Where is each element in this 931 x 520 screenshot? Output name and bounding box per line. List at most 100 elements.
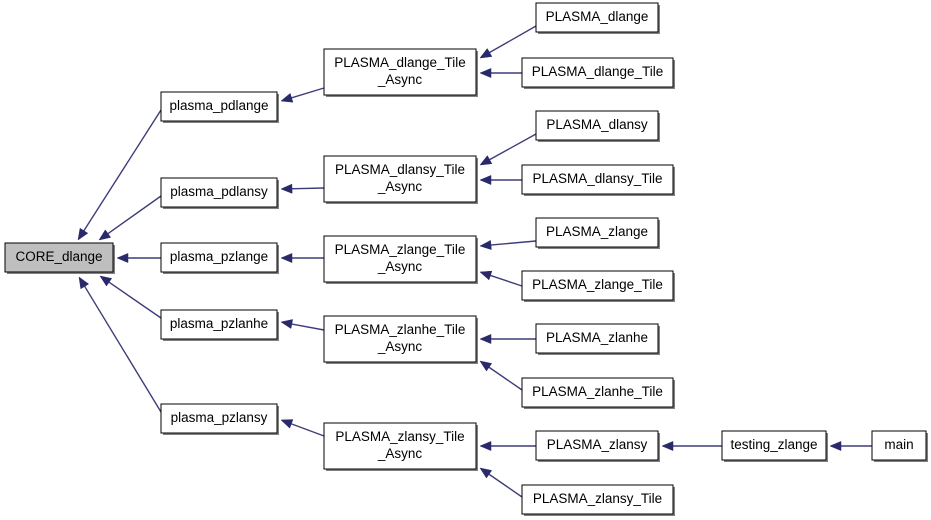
node-label: plasma_pdlansy (170, 184, 268, 199)
node-plasma_zlange[interactable]: PLASMA_zlange (535, 217, 660, 249)
edge-arrowhead (280, 92, 294, 103)
edge-main-to-testing_zlange (829, 441, 872, 451)
node-label: PLASMA_zlange_Tile (532, 277, 663, 292)
node-dlansy_tile_async[interactable]: PLASMA_dlansy_Tile_Async (323, 155, 478, 204)
node-main[interactable]: main (871, 430, 928, 462)
edge-arrowhead (78, 276, 90, 290)
edge-arrowhead (479, 48, 493, 59)
node-plasma_dlange_tile[interactable]: PLASMA_dlange_Tile (521, 57, 675, 89)
node-plasma_pdlansy[interactable]: plasma_pdlansy (160, 177, 279, 209)
node-label: plasma_pzlange (170, 249, 268, 264)
node-box[interactable] (721, 430, 827, 461)
node-label: PLASMA_dlansy_Tile (335, 162, 465, 177)
node-label: _Async (377, 259, 423, 274)
edge-plasma_pdlansy-to-core_dlange (98, 195, 162, 241)
edge-arrowhead (479, 175, 492, 185)
node-label: testing_zlange (730, 437, 817, 452)
edge-plasma_zlansy-to-zlansy_tile_async (479, 441, 536, 451)
node-plasma_dlansy_tile[interactable]: PLASMA_dlansy_Tile (521, 164, 675, 196)
node-box[interactable] (871, 430, 927, 461)
node-label: _Async (377, 446, 423, 461)
node-testing_zlange[interactable]: testing_zlange (721, 430, 828, 462)
node-zlange_tile_async[interactable]: PLASMA_zlange_Tile_Async (323, 235, 478, 284)
edge-dlansy_tile_async-to-plasma_pdlansy (280, 183, 325, 194)
node-box[interactable] (521, 57, 674, 88)
node-plasma_zlange_tile[interactable]: PLASMA_zlange_Tile (521, 270, 675, 302)
node-box[interactable] (521, 164, 674, 195)
edge-plasma_dlansy_tile-to-dlansy_tile_async (479, 175, 522, 185)
node-box[interactable] (323, 422, 477, 470)
edge-arrowhead (116, 253, 129, 263)
node-plasma_zlanhe_tile[interactable]: PLASMA_zlanhe_Tile (521, 377, 675, 409)
node-box[interactable] (535, 430, 659, 461)
edge-plasma_zlanhe_tile-to-zlanhe_tile_async (479, 360, 523, 391)
node-box[interactable] (323, 48, 477, 96)
edge-arrowhead (77, 227, 89, 241)
node-box[interactable] (323, 315, 477, 363)
edge-arrowhead (98, 229, 112, 241)
edge-line (488, 240, 537, 246)
node-plasma_dlansy[interactable]: PLASMA_dlansy (535, 110, 660, 142)
edge-zlanhe_tile_async-to-plasma_pzlanhe (280, 319, 325, 331)
node-plasma_zlanhe[interactable]: PLASMA_zlanhe (535, 323, 660, 355)
node-dlange_tile_async[interactable]: PLASMA_dlange_Tile_Async (323, 48, 478, 97)
node-box[interactable] (521, 377, 674, 408)
edge-arrowhead (479, 441, 492, 451)
node-label: CORE_dlange (15, 249, 102, 264)
node-plasma_pzlange[interactable]: plasma_pzlange (160, 242, 279, 274)
edge-plasma_zlansy_tile-to-zlansy_tile_async (479, 467, 523, 498)
edge-arrowhead (479, 334, 492, 344)
node-box[interactable] (160, 403, 278, 434)
node-label: main (884, 437, 913, 452)
node-box[interactable] (4, 242, 114, 273)
node-plasma_dlange[interactable]: PLASMA_dlange (535, 2, 660, 34)
node-plasma_zlansy_tile[interactable]: PLASMA_zlansy_Tile (521, 484, 675, 516)
nodes-layer: CORE_dlange plasma_pdlange plasma_pdlansyp… (4, 2, 928, 516)
node-box[interactable] (160, 177, 278, 208)
node-box[interactable] (535, 217, 659, 248)
node-label: PLASMA_zlansy (547, 437, 648, 452)
edge-plasma_pdlange-to-core_dlange (77, 109, 162, 241)
edge-line (487, 25, 537, 55)
edge-testing_zlange-to-plasma_zlansy (661, 441, 722, 451)
node-core_dlange[interactable]: CORE_dlange (4, 242, 115, 274)
node-plasma_pzlanhe[interactable]: plasma_pzlanhe (160, 309, 279, 341)
edge-plasma_dlange_tile-to-dlange_tile_async (479, 68, 522, 78)
node-plasma_pdlange[interactable]: plasma_pdlange (160, 91, 279, 123)
edge-line (289, 422, 325, 437)
edge-line (289, 187, 325, 190)
node-label: PLASMA_zlanhe_Tile (532, 384, 663, 399)
node-zlanhe_tile_async[interactable]: PLASMA_zlanhe_Tile_Async (323, 315, 478, 364)
node-box[interactable] (160, 91, 278, 122)
node-box[interactable] (521, 270, 674, 301)
node-plasma_zlansy[interactable]: PLASMA_zlansy (535, 430, 660, 462)
node-label: plasma_pdlange (169, 98, 268, 113)
edge-arrowhead (479, 68, 492, 78)
edge-line (289, 322, 325, 331)
node-label: PLASMA_dlange (546, 9, 649, 24)
edge-arrowhead (479, 155, 493, 166)
node-box[interactable] (323, 235, 477, 283)
edge-arrowhead (829, 441, 842, 451)
node-label: plasma_pzlanhe (170, 316, 268, 331)
edge-line (82, 109, 162, 233)
edge-arrowhead (99, 275, 113, 287)
node-box[interactable] (535, 323, 659, 354)
node-box[interactable] (160, 242, 278, 273)
node-plasma_pzlansy[interactable]: plasma_pzlansy (160, 403, 279, 435)
node-box[interactable] (535, 2, 659, 33)
edge-arrowhead (479, 240, 492, 250)
edge-arrowhead (479, 360, 493, 372)
edge-plasma_zlange-to-zlange_tile_async (479, 240, 537, 250)
edge-line (107, 280, 162, 319)
edge-line (105, 195, 162, 236)
node-box[interactable] (323, 155, 477, 203)
node-box[interactable] (535, 110, 659, 141)
edge-arrowhead (479, 270, 493, 281)
edges-layer (77, 25, 872, 498)
edge-plasma_pzlanhe-to-core_dlange (99, 275, 162, 319)
node-box[interactable] (160, 309, 278, 340)
node-box[interactable] (521, 484, 674, 515)
node-zlansy_tile_async[interactable]: PLASMA_zlansy_Tile_Async (323, 422, 478, 471)
